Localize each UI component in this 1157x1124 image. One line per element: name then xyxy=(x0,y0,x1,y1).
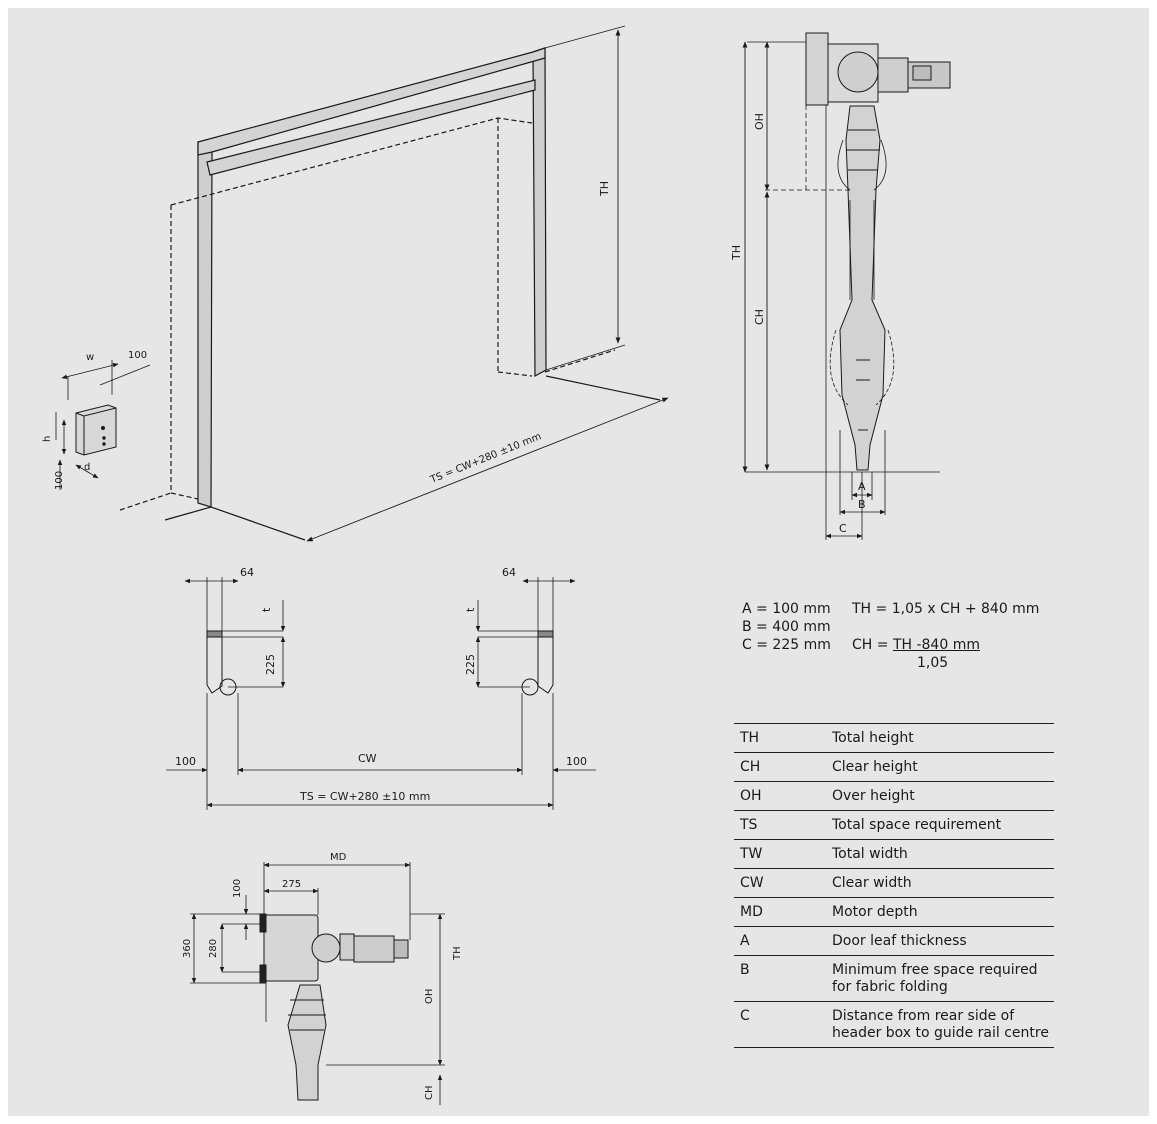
legend-desc: Over height xyxy=(826,781,1054,811)
legend-desc: Distance from rear side of header box to… xyxy=(826,1001,1054,1048)
motor-md-label: MD xyxy=(330,852,347,863)
motor-oh-label: OH xyxy=(424,989,435,1004)
plan-t-left: t xyxy=(260,607,273,612)
plan-225-right: 225 xyxy=(464,654,477,675)
formula-ch-numerator: TH -840 mm xyxy=(892,637,980,653)
legend-key: TW xyxy=(734,839,826,869)
legend-desc: Minimum free space required for fabric f… xyxy=(826,955,1054,1002)
legend-key: MD xyxy=(734,897,826,927)
box-h-label: h xyxy=(42,436,53,442)
right-guide-rail xyxy=(532,47,547,378)
left-guide-rail xyxy=(197,141,213,508)
box-d-label: d xyxy=(84,462,90,473)
motor-280-label: 280 xyxy=(208,939,219,958)
header-beam-top xyxy=(197,47,546,156)
legend-key: B xyxy=(734,955,826,1002)
side-ch-label: CH xyxy=(753,309,766,325)
iso-th-label: TH xyxy=(598,181,611,197)
header-box xyxy=(805,32,829,106)
side-b-label: B xyxy=(858,498,866,511)
formula-ch-prefix: CH = xyxy=(852,637,893,653)
side-c-label: C xyxy=(839,522,847,535)
legend-desc: Total height xyxy=(826,723,1054,753)
side-a-label: A xyxy=(858,480,866,493)
plan-view xyxy=(166,577,596,810)
legend-key: C xyxy=(734,1001,826,1048)
side-oh-label: OH xyxy=(753,113,766,130)
header-beam-lower xyxy=(206,79,536,176)
legend-desc: Total space requirement xyxy=(826,810,1054,840)
plan-64-right: 64 xyxy=(502,566,516,579)
motor-360-label: 360 xyxy=(182,939,193,958)
plan-100-right: 100 xyxy=(566,755,587,768)
formula-ch-denominator: 1,05 xyxy=(917,655,949,671)
isometric-view xyxy=(119,25,669,542)
motor-section xyxy=(353,935,395,963)
formula-c: C = 225 mm xyxy=(742,637,831,653)
legend-key: OH xyxy=(734,781,826,811)
formula-a: A = 100 mm xyxy=(742,601,831,617)
legend-desc: Motor depth xyxy=(826,897,1054,927)
header-box-section xyxy=(263,914,319,982)
box-floor-label: 100 xyxy=(54,471,65,490)
plan-ts-label: TS = CW+280 ±10 mm xyxy=(299,790,430,803)
legend-key: TS xyxy=(734,810,826,840)
legend-key: A xyxy=(734,926,826,956)
door-leaf xyxy=(839,105,886,471)
side-th-label: TH xyxy=(730,245,743,261)
plan-t-right: t xyxy=(464,607,477,612)
legend-key: TH xyxy=(734,723,826,753)
legend-key: CW xyxy=(734,868,826,898)
formula-b: B = 400 mm xyxy=(742,619,831,635)
formula-th: TH = 1,05 x CH + 840 mm xyxy=(852,601,1040,617)
legend-key: CH xyxy=(734,752,826,782)
plan-225-left: 225 xyxy=(264,654,277,675)
legend-desc: Door leaf thickness xyxy=(826,926,1054,956)
plan-64-left: 64 xyxy=(240,566,254,579)
box-offset-label: 100 xyxy=(128,350,147,361)
motor-100-label: 100 xyxy=(232,879,243,898)
side-view xyxy=(742,32,951,540)
motor-ch-label: CH xyxy=(424,1085,435,1100)
plan-100-left: 100 xyxy=(175,755,196,768)
motor-th-label: TH xyxy=(452,946,463,961)
legend-desc: Total width xyxy=(826,839,1054,869)
legend-desc: Clear width xyxy=(826,868,1054,898)
formula-ch: CH = TH -840 mm xyxy=(852,637,980,653)
iso-ts-label: TS = CW+280 ±10 mm xyxy=(428,431,543,486)
motor-275-label: 275 xyxy=(282,879,301,890)
motor xyxy=(877,57,909,93)
legend-desc: Clear height xyxy=(826,752,1054,782)
motor-section-view xyxy=(190,862,445,1105)
control-box xyxy=(55,360,151,490)
plan-cw-label: CW xyxy=(358,752,377,765)
box-w-label: w xyxy=(86,352,94,363)
